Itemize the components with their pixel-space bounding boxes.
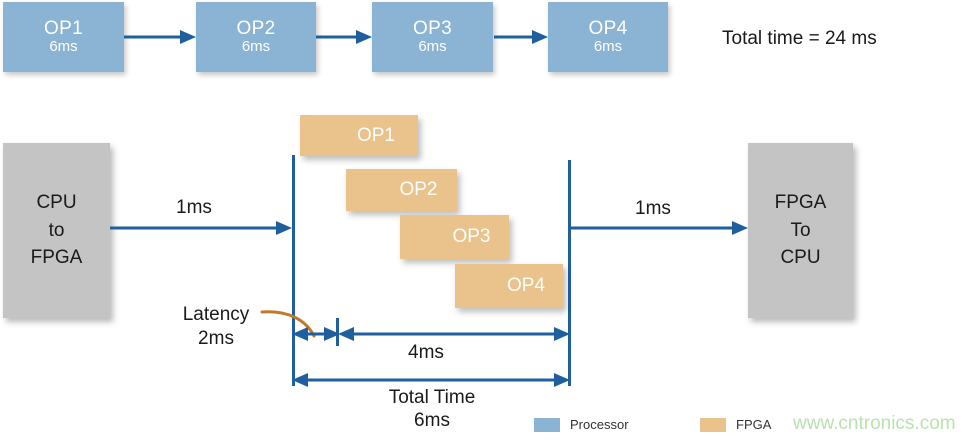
sequential-step-1: OP1 6ms	[3, 2, 124, 72]
sequential-step-3-name: OP3	[413, 17, 452, 39]
sequential-step-3: OP3 6ms	[372, 2, 493, 72]
latency-tick	[336, 318, 339, 346]
sequential-step-2-duration: 6ms	[241, 38, 271, 56]
total-time-line-1: Total Time	[388, 387, 476, 408]
pipeline-start-rule	[292, 155, 295, 386]
pipelined-op-3: OP3	[400, 215, 509, 259]
legend-label-processor: Processor	[570, 417, 629, 432]
pipelined-op-2: OP2	[346, 169, 457, 211]
total-time-line-2: 6ms	[414, 409, 450, 431]
sequential-step-4-name: OP4	[588, 17, 628, 39]
watermark-text: www.cntronics.com	[793, 413, 956, 434]
cpu-to-fpga-block: CPU to FPGA	[3, 143, 110, 318]
cpu-to-fpga-line-3: FPGA	[30, 247, 83, 269]
sequential-step-1-name: OP1	[44, 17, 83, 39]
latency-span-arrow	[292, 327, 340, 341]
latency-leader-line	[260, 310, 316, 338]
pipeline-end-rule	[568, 160, 571, 386]
sequential-step-4-duration: 6ms	[593, 38, 623, 56]
sequential-step-1-duration: 6ms	[49, 38, 78, 56]
latency-label: Latency 2ms	[168, 303, 264, 351]
pipelined-op-4: OP4	[455, 264, 563, 308]
cpu-to-fpga-line-1: CPU	[36, 192, 77, 214]
sequential-step-4: OP4 6ms	[548, 2, 668, 72]
pipelined-op-1: OP1	[300, 115, 418, 156]
transfer-out-label: 1ms	[635, 198, 671, 219]
transfer-in-arrow	[110, 221, 292, 235]
fpga-to-cpu-line-2: To	[790, 219, 811, 241]
legend-swatch-processor	[534, 418, 560, 432]
sequential-step-2-name: OP2	[236, 17, 276, 39]
latency-label-line-2: 2ms	[198, 327, 234, 349]
total-time-span-arrow	[292, 373, 570, 387]
transfer-out-arrow	[568, 221, 748, 235]
throughput-span-arrow	[338, 327, 570, 341]
sequential-arrow-3	[494, 30, 548, 44]
sequential-step-3-duration: 6ms	[418, 38, 447, 56]
legend-label-fpga: FPGA	[736, 417, 772, 432]
fpga-to-cpu-block: FPGA To CPU	[748, 143, 853, 318]
pipelined-op-3-name: OP3	[452, 226, 491, 247]
pipelined-op-1-name: OP1	[356, 124, 396, 146]
latency-label-line-1: Latency	[182, 304, 250, 325]
fpga-to-cpu-line-1: FPGA	[774, 192, 827, 214]
sequential-arrow-1	[124, 30, 196, 44]
throughput-label: 4ms	[408, 342, 444, 363]
legend-swatch-fpga	[700, 418, 726, 432]
sequential-step-2: OP2 6ms	[196, 2, 316, 72]
pipelined-op-4-name: OP4	[506, 275, 546, 296]
total-time-label: Total Time 6ms	[332, 387, 532, 433]
sequential-arrow-2	[316, 30, 372, 44]
sequential-total-time-label: Total time = 24 ms	[722, 28, 877, 49]
cpu-to-fpga-line-2: to	[48, 219, 65, 241]
fpga-to-cpu-line-3: CPU	[780, 247, 821, 269]
pipelined-op-2-name: OP2	[399, 179, 438, 200]
transfer-in-label: 1ms	[176, 197, 212, 218]
